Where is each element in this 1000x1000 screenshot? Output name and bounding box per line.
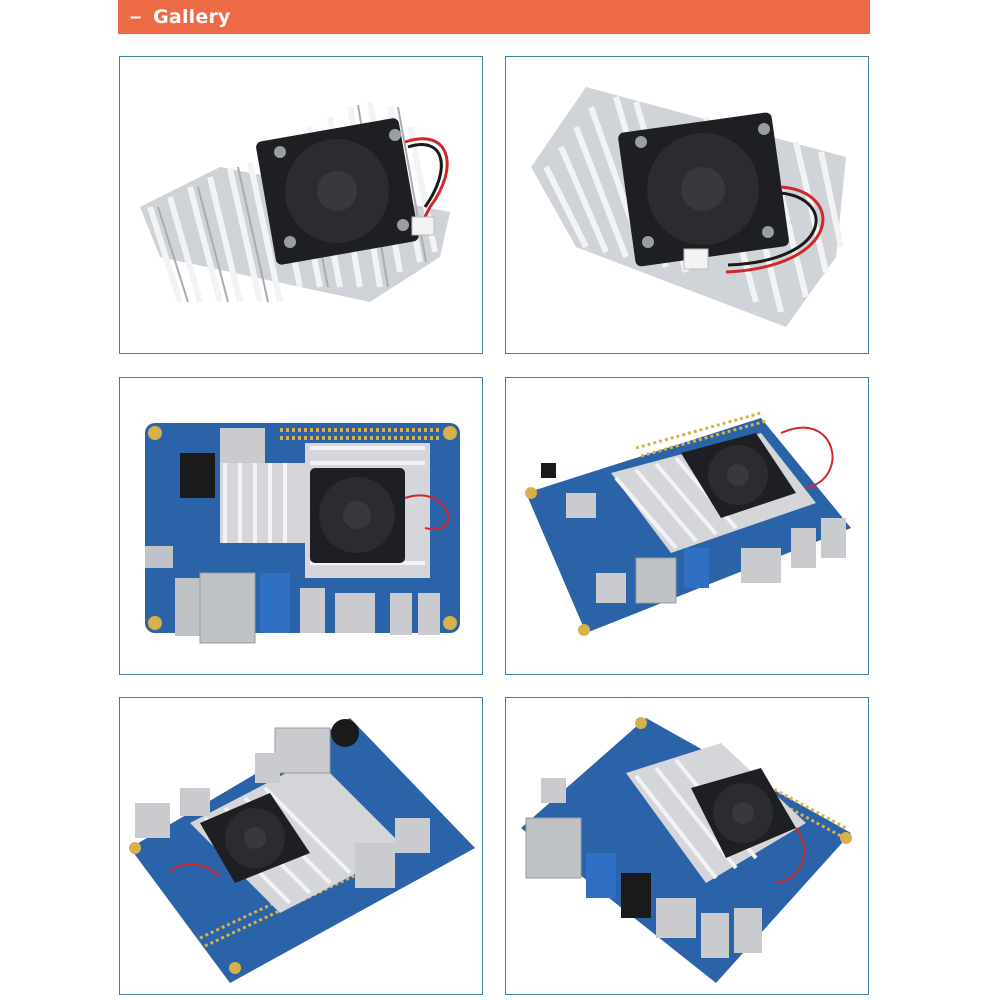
gallery-image-3[interactable] (119, 377, 483, 675)
gallery-image-1[interactable] (119, 56, 483, 354)
gallery-image-2[interactable] (505, 56, 869, 354)
fan-icon (200, 793, 310, 883)
section-title: Gallery (153, 6, 231, 28)
fan-icon (618, 112, 789, 267)
section-header: – Gallery (118, 0, 870, 34)
board-photo (525, 411, 851, 636)
gallery-image-4[interactable] (505, 377, 869, 675)
gallery-image-5[interactable] (119, 697, 483, 995)
fan-icon (256, 118, 419, 265)
fan-icon (681, 433, 796, 518)
board-photo (521, 717, 852, 983)
heatsink-fan-photo (140, 101, 450, 303)
fan-icon (310, 468, 405, 563)
gallery-image-6[interactable] (505, 697, 869, 995)
board-photo (145, 423, 460, 644)
board-photo (129, 718, 475, 983)
fan-icon (691, 768, 796, 858)
collapse-dash-icon[interactable]: – (130, 6, 142, 28)
heatsink-fan-photo (531, 87, 846, 327)
